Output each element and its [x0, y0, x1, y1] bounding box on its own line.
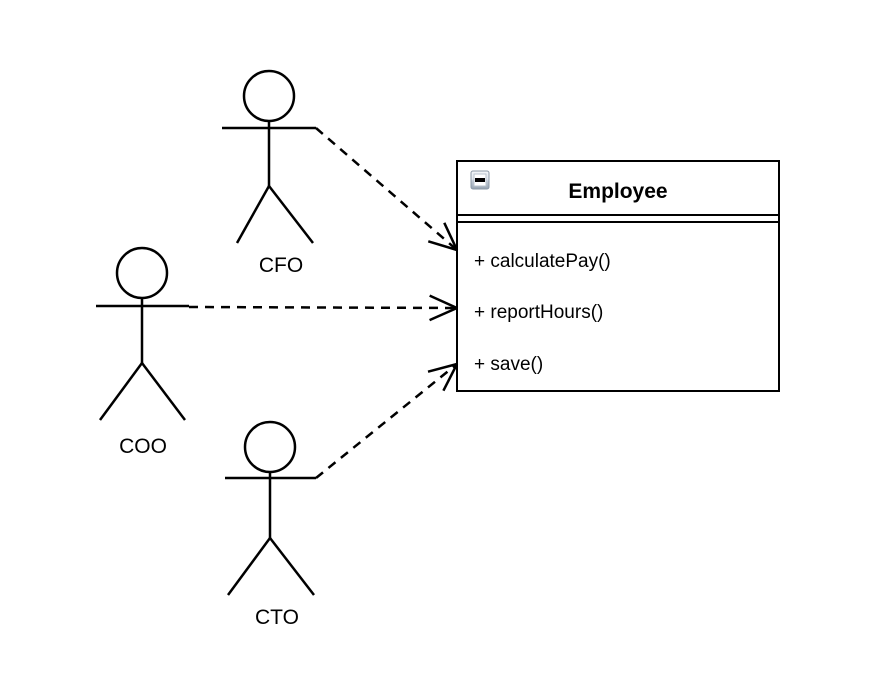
actor-leg-left: [226, 537, 272, 596]
actor-cto[interactable]: CTO: [225, 420, 316, 629]
dependency-cfo-to-employee: [315, 127, 459, 252]
arrowhead-barb-1: [429, 294, 458, 310]
arrowhead-barb-1: [443, 222, 459, 251]
dependency-coo-to-employee: [188, 294, 458, 322]
actor-label-cfo: CFO: [259, 254, 303, 277]
minus-glyph: [475, 178, 485, 182]
actor-leg-right: [141, 362, 186, 421]
dependency-cto-to-employee: [315, 362, 459, 479]
arrowhead-barb-1: [427, 362, 458, 373]
actor-label-cto: CTO: [255, 606, 299, 629]
class-box-employee[interactable]: Employee + calculatePay() + reportHours()…: [456, 160, 780, 392]
class-method-1: + reportHours(): [474, 302, 603, 323]
actor-leg-left: [98, 362, 144, 421]
class-method-0: + calculatePay(): [474, 251, 611, 272]
class-method-2: + save(): [474, 354, 543, 375]
actor-cfo[interactable]: CFO: [222, 69, 316, 277]
collapse-minus-icon[interactable]: [470, 170, 490, 190]
class-box-border: [456, 160, 780, 392]
class-title-employee: Employee: [568, 180, 667, 203]
actor-leg-left: [235, 185, 271, 244]
dependency-connectors: [188, 127, 459, 479]
dependency-line: [315, 363, 458, 479]
class-members: + calculatePay() + reportHours() + save(): [474, 251, 611, 375]
actor-group: CFO COO CTO: [96, 69, 316, 629]
actor-leg-right: [269, 537, 315, 596]
actor-label-coo: COO: [119, 435, 167, 458]
arrowhead-barb-0: [442, 363, 459, 392]
actor-leg-right: [268, 185, 314, 244]
arrowhead-barb-0: [427, 240, 458, 252]
actor-coo[interactable]: COO: [96, 246, 189, 458]
dependency-line: [188, 305, 458, 310]
arrowhead-barb-0: [429, 306, 458, 322]
